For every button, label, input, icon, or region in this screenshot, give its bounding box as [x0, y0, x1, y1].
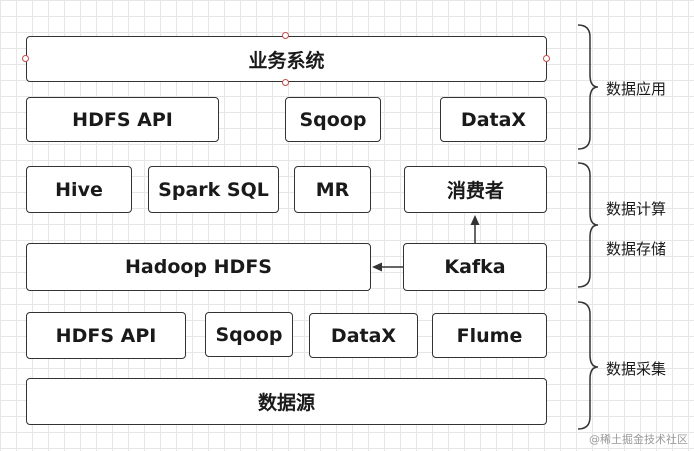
- app-datax-box[interactable]: DataX: [440, 97, 547, 142]
- watermark: @稀土掘金技术社区: [589, 433, 688, 446]
- side-label-application: 数据应用: [606, 80, 667, 98]
- consumer-box[interactable]: 消费者: [404, 166, 547, 213]
- collect-hdfs-api-box[interactable]: HDFS API: [26, 312, 186, 359]
- arrow-kafka-to-hdfs: [372, 262, 403, 272]
- business-system-box[interactable]: 业务系统: [26, 36, 547, 82]
- side-label-collection: 数据采集: [606, 360, 667, 378]
- flume-box[interactable]: Flume: [432, 313, 547, 358]
- mr-box[interactable]: MR: [294, 166, 371, 213]
- kafka-box[interactable]: Kafka: [403, 243, 547, 291]
- selection-handle-top[interactable]: [282, 32, 289, 39]
- collect-sqoop-box[interactable]: Sqoop: [205, 312, 293, 357]
- data-source-box[interactable]: 数据源: [26, 378, 547, 425]
- hadoop-hdfs-box[interactable]: Hadoop HDFS: [26, 243, 371, 291]
- side-label-compute: 数据计算: [606, 200, 667, 218]
- brace-collection: [577, 301, 599, 430]
- selection-handle-left[interactable]: [22, 55, 29, 62]
- hive-box[interactable]: Hive: [26, 166, 132, 213]
- selection-handle-bottom[interactable]: [282, 79, 289, 86]
- app-sqoop-box[interactable]: Sqoop: [285, 97, 381, 142]
- brace-application: [577, 24, 599, 150]
- side-label-storage: 数据存储: [606, 240, 667, 258]
- app-hdfs-api-box[interactable]: HDFS API: [26, 97, 219, 142]
- collect-datax-box[interactable]: DataX: [309, 313, 418, 358]
- arrow-kafka-to-consumer: [470, 215, 480, 243]
- selection-handle-right[interactable]: [543, 55, 550, 62]
- spark-sql-box[interactable]: Spark SQL: [148, 166, 279, 213]
- brace-compute-storage: [577, 162, 599, 288]
